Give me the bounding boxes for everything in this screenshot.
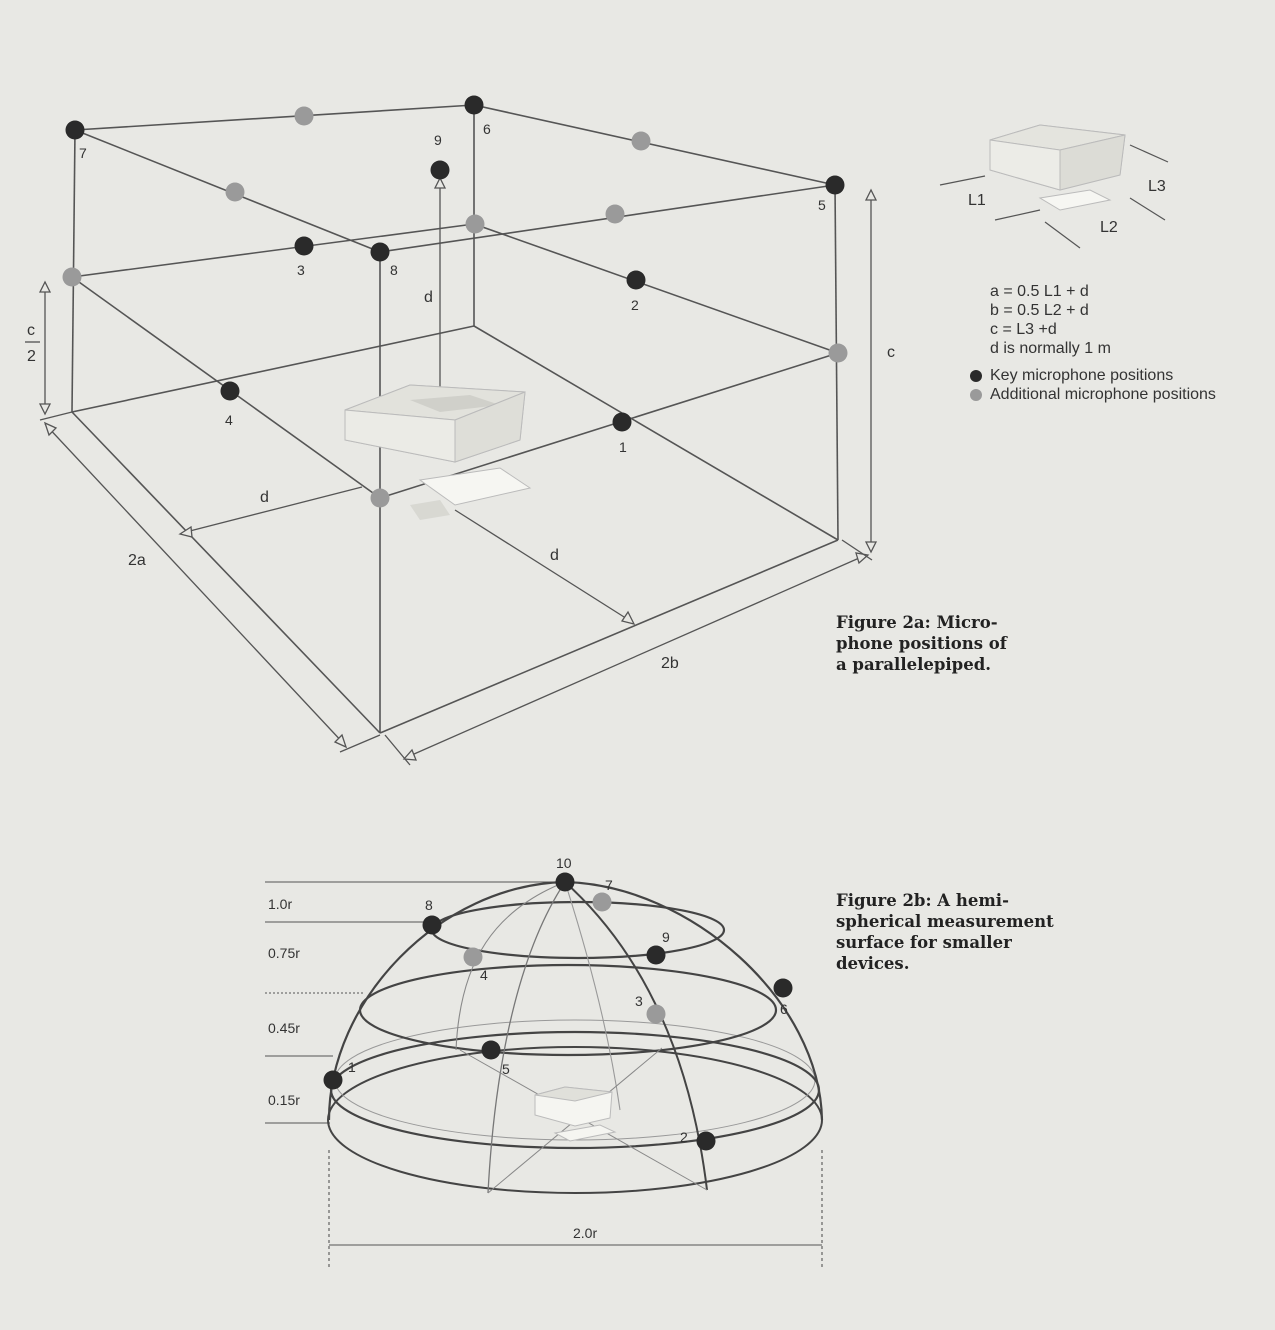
fig2a-key-position-8: [370, 242, 390, 262]
fig2a-key-position-1: [612, 412, 632, 432]
fig2a-caption-line: a parallelepiped.: [836, 655, 991, 674]
height-0-45r: 0.45r: [268, 1020, 300, 1036]
fig2a-caption-line: phone positions of: [836, 634, 1007, 653]
fig2b-key-position-6: [773, 978, 793, 998]
fig2b-additional-position-7: [592, 892, 612, 912]
fig2b-label-3: 3: [635, 993, 643, 1009]
inset-label-L1: L1: [968, 192, 986, 209]
fig2a-key-position-4: [220, 381, 240, 401]
fig2b-key-position-2: [696, 1131, 716, 1151]
fig2a-key-position-5: [825, 175, 845, 195]
fig2a-microphone-positions: [62, 95, 848, 508]
fig2b-label-6: 6: [780, 1001, 788, 1017]
inset-label-L3: L3: [1148, 178, 1166, 195]
fig2a-label-3: 3: [297, 262, 305, 278]
fig2a-key-position-7: [65, 120, 85, 140]
height-0-75r: 0.75r: [268, 945, 300, 961]
fig2b-caption-line: spherical measurement: [836, 912, 1054, 931]
fig2a-additional-position: [225, 182, 245, 202]
fig2b-label-1: 1: [348, 1059, 356, 1075]
fig2a-label-8: 8: [390, 262, 398, 278]
fig2a-key-position-6: [464, 95, 484, 115]
dim-d-vertical: d: [424, 289, 433, 306]
dim-d-left: d: [260, 489, 269, 506]
fig2a-dimension-labels: d c c 2 d d 2a 2b: [25, 289, 895, 672]
fig2a-additional-position: [605, 204, 625, 224]
fig2a-position-labels: 1 2 3 4 5 6 7 8 9: [79, 121, 826, 455]
fig2b-additional-position-4: [463, 947, 483, 967]
dim-c: c: [887, 344, 895, 361]
fig2a-label-5: 5: [818, 197, 826, 213]
fig2a-label-1: 1: [619, 439, 627, 455]
fig2b-microphone-positions: [323, 872, 793, 1151]
hemisphere-height-guides: [265, 881, 823, 1268]
fig2b-key-position-9: [646, 945, 666, 965]
fig2a-label-4: 4: [225, 412, 233, 428]
fig2a-key-position-2: [626, 270, 646, 290]
fig2b-height-labels: 1.0r 0.75r 0.45r 0.15r 2.0r: [268, 896, 597, 1241]
height-1-0r: 1.0r: [268, 896, 292, 912]
width-2-0r: 2.0r: [573, 1225, 597, 1241]
fig2b-key-position-5: [481, 1040, 501, 1060]
fig2b-position-labels: 1 2 3 4 5 6 7 8 9 10: [348, 855, 788, 1145]
dim-c-half-num: c: [27, 322, 35, 339]
fig2a-label-2: 2: [631, 297, 639, 313]
fig2b-label-2: 2: [680, 1129, 688, 1145]
fig2b-caption-line: surface for smaller: [836, 933, 1012, 952]
fig2a-label-7: 7: [79, 145, 87, 161]
fig2b-key-position-1: [323, 1070, 343, 1090]
dim-2b: 2b: [661, 655, 679, 672]
legend-key-dot: [970, 369, 982, 382]
hemisphere-printer: [534, 1086, 617, 1142]
legend-additional: Additional microphone positions: [970, 385, 1216, 404]
fig2a-additional-position: [370, 488, 390, 508]
fig2b-key-position-8: [422, 915, 442, 935]
legend-key: Key microphone positions: [970, 366, 1216, 385]
fig2a-caption: Figure 2a: Micro- phone positions of a p…: [836, 612, 1096, 675]
inset-label-L2: L2: [1100, 219, 1118, 236]
fig2b-caption-line: Figure 2b: A hemi-: [836, 891, 1009, 910]
dim-2a: 2a: [128, 552, 146, 569]
printer-illustration: [344, 384, 532, 520]
legend-additional-dot: [970, 388, 982, 401]
dim-c-half-den: 2: [27, 348, 36, 365]
fig2b-label-7: 7: [605, 877, 613, 893]
fig2a-additional-position: [62, 267, 82, 287]
fig2a-label-9: 9: [434, 132, 442, 148]
fig2b-key-position-10: [555, 872, 575, 892]
fig2a-additional-position: [828, 343, 848, 363]
hemisphere-outline: [327, 880, 824, 1194]
fig2a-additional-position: [631, 131, 651, 151]
fig2a-caption-line: Figure 2a: Micro-: [836, 613, 998, 632]
fig2b-label-8: 8: [425, 897, 433, 913]
note-d: d is normally 1 m: [990, 340, 1111, 357]
fig2a-key-position-3: [294, 236, 314, 256]
fig2a-key-position-9: [430, 160, 450, 180]
equation-a: a = 0.5 L1 + d: [990, 283, 1089, 300]
fig2a-additional-position: [294, 106, 314, 126]
fig2a-additional-position: [465, 214, 485, 234]
fig2b-additional-position-3: [646, 1004, 666, 1024]
fig2b-caption-line: devices.: [836, 954, 910, 973]
fig2b-caption: Figure 2b: A hemi- spherical measurement…: [836, 890, 1096, 974]
height-0-15r: 0.15r: [268, 1092, 300, 1108]
equation-c: c = L3 +d: [990, 321, 1057, 338]
legend: a = 0.5 L1 + d b = 0.5 L2 + d c = L3 +d …: [970, 282, 1216, 404]
fig2b-label-9: 9: [662, 929, 670, 945]
fig2b-label-5: 5: [502, 1061, 510, 1077]
fig2a-label-6: 6: [483, 121, 491, 137]
fig2b-label-10: 10: [556, 855, 572, 871]
inset-dimension-diagram: L1 L2 L3: [939, 124, 1169, 249]
equation-b: b = 0.5 L2 + d: [990, 302, 1089, 319]
legend-key-label: Key microphone positions: [990, 367, 1174, 384]
fig2b-label-4: 4: [480, 967, 488, 983]
dim-d-right: d: [550, 547, 559, 564]
dimension-lines: [38, 176, 878, 766]
legend-additional-label: Additional microphone positions: [990, 386, 1216, 403]
